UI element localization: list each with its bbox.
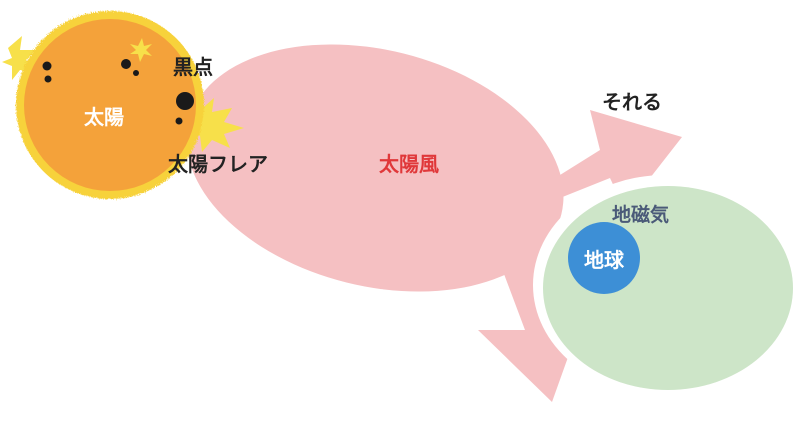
deflect-label: それる bbox=[602, 90, 662, 114]
solar-flare-label: 太陽フレア bbox=[168, 152, 268, 176]
solar-wind-label: 太陽風 bbox=[379, 152, 439, 176]
geomagnetism-label: 地磁気 bbox=[612, 203, 669, 226]
sunspot bbox=[133, 70, 139, 76]
sunspot bbox=[176, 92, 194, 110]
sunspot-label: 黒点 bbox=[173, 55, 213, 79]
sunspot bbox=[45, 76, 52, 83]
earth-label: 地球 bbox=[584, 248, 625, 272]
sun-label: 太陽 bbox=[84, 105, 124, 129]
sunspot bbox=[121, 59, 131, 69]
sunspot bbox=[176, 118, 183, 125]
sunspot bbox=[43, 62, 52, 71]
